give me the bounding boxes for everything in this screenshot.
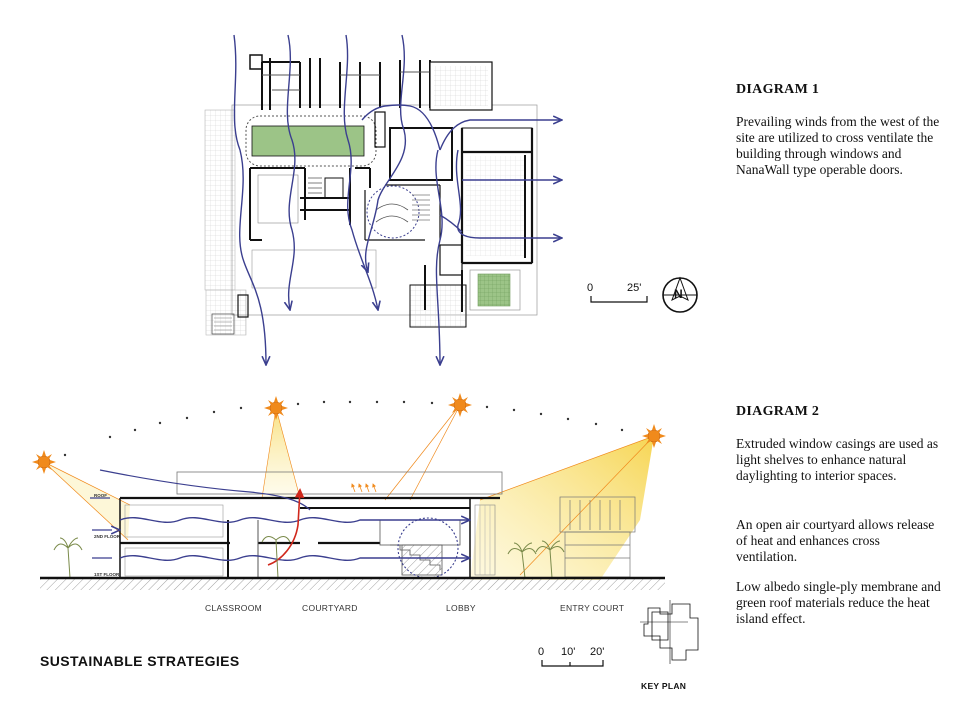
section-scale-bar [541,660,604,667]
building-section [32,393,666,590]
palm-tree-icon [53,536,565,579]
diagram1-description: Prevailing winds from the west of the si… [736,114,940,177]
section-label-courtyard: COURTYARD [302,603,358,613]
floor-plan [204,34,562,365]
plan-scale-label-0: 0 [587,282,594,294]
sun-icon [37,398,661,469]
north-label: N [674,287,683,301]
section-scale-label-0: 0 [538,646,545,658]
section-scale-label-20: 20' [590,646,605,658]
sun-path-dots [63,400,624,457]
floor-label-roof: ROOF [94,493,107,498]
section-label-entry-court: ENTRY COURT [560,603,625,613]
plan-scale-bar [590,296,648,303]
section-scale-label-10: 10' [561,646,576,658]
diagram2-paragraph-1: Extruded window casings are used as ligh… [736,436,939,483]
north-arrow-icon [662,276,698,313]
plan-scale-label-25: 25' [627,282,642,294]
diagram2-heading: DIAGRAM 2 [736,404,820,419]
floor-label-1st: 1ST FLOOR [94,572,120,577]
diagram2-paragraph-2: An open air courtyard allows release of … [736,517,935,564]
floor-label-2nd: 2ND FLOOR [94,534,121,539]
key-plan [640,600,699,664]
diagram1-heading: DIAGRAM 1 [736,82,820,97]
page-title: SUSTAINABLE STRATEGIES [40,653,240,669]
section-label-classroom: CLASSROOM [205,603,263,613]
diagram2-paragraph-3: Low albedo single-ply membrane and green… [736,579,941,626]
light-beam-top [261,407,301,499]
section-label-lobby: LOBBY [446,603,476,613]
key-plan-label: KEY PLAN [641,681,687,691]
light-beam-right [470,436,654,580]
